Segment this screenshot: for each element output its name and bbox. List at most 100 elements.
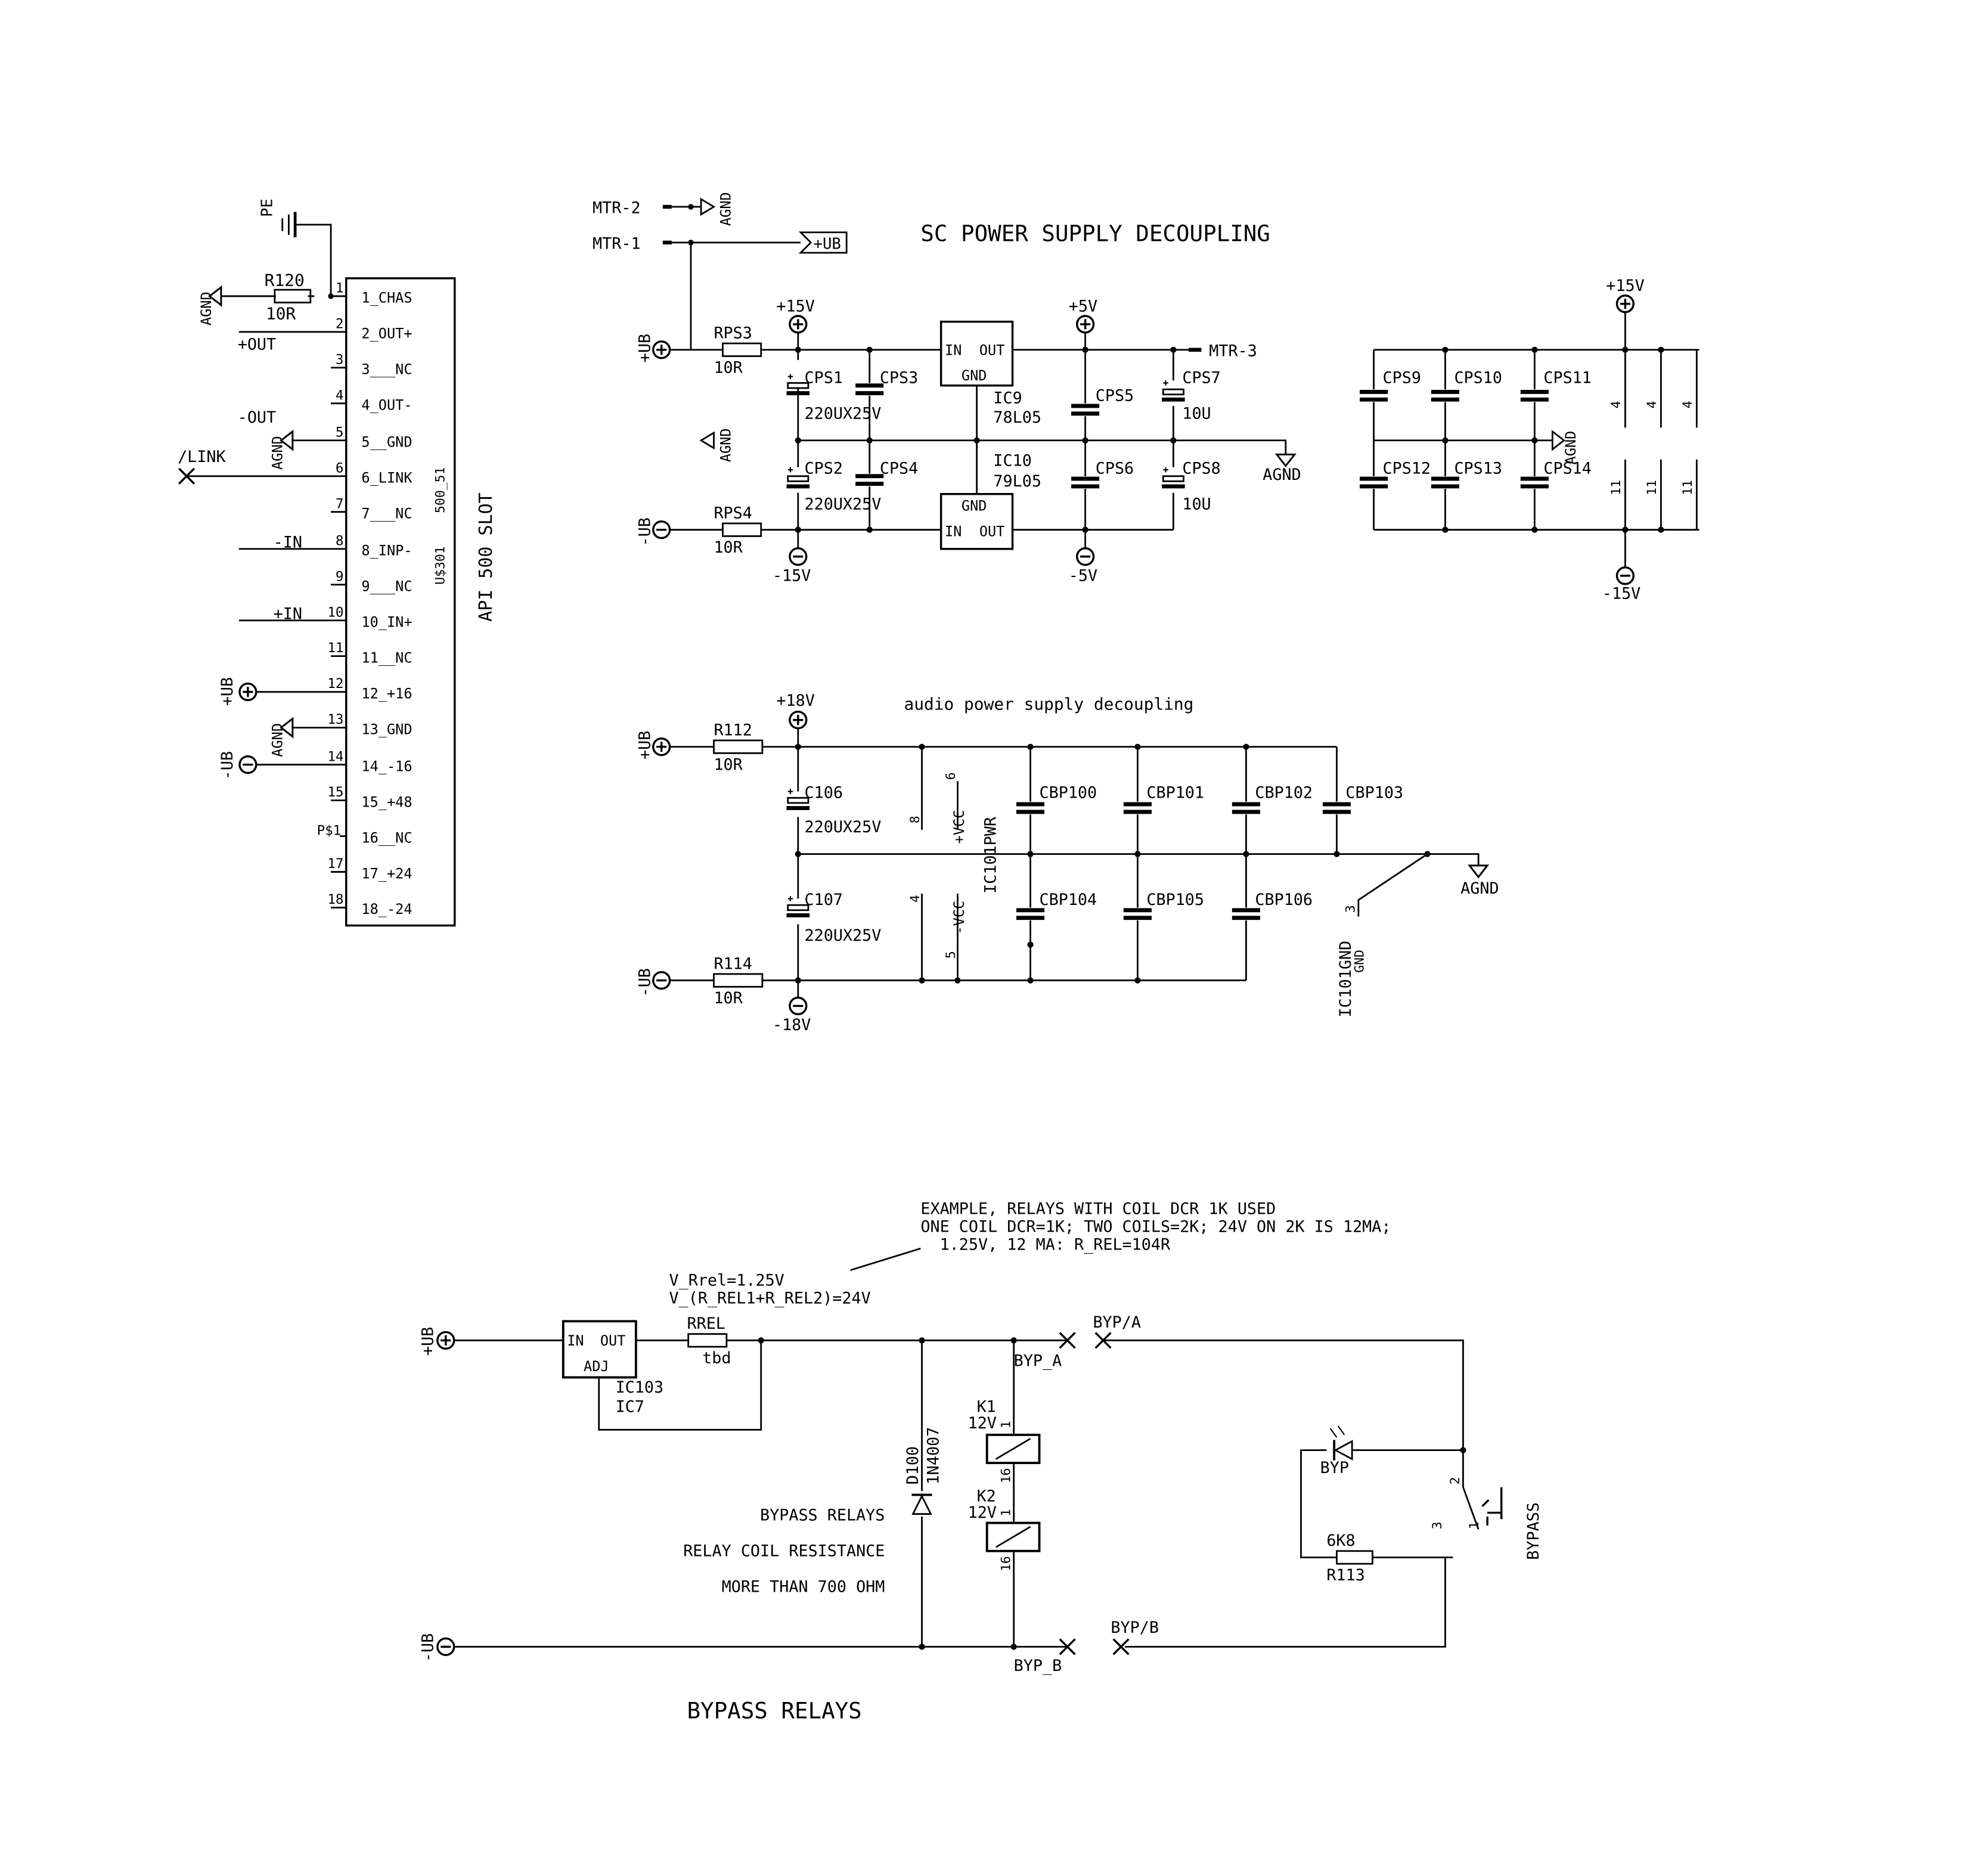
ub-flag-label: +UB xyxy=(813,235,841,253)
r114-resistor xyxy=(713,973,764,988)
k1-value: 12V xyxy=(968,1414,997,1433)
relay-note-line: ONE COIL DCR=1K; TWO COILS=2K; 24V ON 2K… xyxy=(920,1217,1391,1236)
cps5-name: CPS5 xyxy=(1096,386,1134,405)
cps9-name: CPS9 xyxy=(1383,368,1421,387)
cps1-name: CPS1 xyxy=(805,368,843,387)
sc-section-title: SC POWER SUPPLY DECOUPLING xyxy=(920,221,1270,247)
cbp103-capacitor xyxy=(1323,804,1351,812)
link-net: /LINK xyxy=(178,448,226,466)
ub-minus-net: -UB xyxy=(418,1633,437,1662)
cbp101-capacitor xyxy=(1124,804,1152,812)
slot-pin-label: 13_GND xyxy=(361,721,412,737)
slot-pin-label: 7___NC xyxy=(361,505,412,522)
r120-resistor xyxy=(274,289,312,303)
ub-plus-net: +UB xyxy=(635,334,654,362)
slot-pin-number: 2 xyxy=(336,316,344,331)
slot-pin-label: 18_-24 xyxy=(361,901,412,917)
ic10-gnd-pin: GND xyxy=(962,498,987,514)
byp-a2-label: BYP/A xyxy=(1093,1313,1141,1332)
relay-desc-line: RELAY COIL RESISTANCE xyxy=(683,1542,885,1560)
minus18-supply-icon xyxy=(789,996,808,1016)
plus15-label: +15V xyxy=(776,297,814,315)
ic9-out-pin: OUT xyxy=(979,342,1005,358)
agnd-label: AGND xyxy=(1460,879,1499,898)
slot-pin-label: 4_OUT- xyxy=(361,396,412,413)
d100-diode xyxy=(911,1494,932,1515)
rps3-resistor xyxy=(722,342,762,357)
ub-minus-net: -UB xyxy=(635,968,654,997)
r113-value: 6K8 xyxy=(1326,1531,1355,1550)
minus15-supply-icon xyxy=(1615,566,1635,585)
byp-b-label: BYP_B xyxy=(1014,1657,1062,1675)
slot-pin-label: 17_+24 xyxy=(361,865,412,882)
agnd-label: AGND xyxy=(717,192,734,226)
rps3-name: RPS3 xyxy=(714,324,752,342)
c106-name: C106 xyxy=(805,783,843,802)
cps2-value: 220UX25V xyxy=(805,495,882,513)
cps3-name: CPS3 xyxy=(880,368,918,387)
slot-name: API 500 SLOT xyxy=(476,492,497,622)
cps13-name: CPS13 xyxy=(1454,459,1502,478)
cbp103-name: CBP103 xyxy=(1345,783,1403,802)
pin-number: 5 xyxy=(944,951,959,959)
cbp104-capacitor xyxy=(1016,910,1044,918)
cps5-capacitor xyxy=(1071,406,1099,414)
slot-pin-label: 10_IN+ xyxy=(361,613,412,630)
relay-wires xyxy=(454,1247,1480,1648)
minus5-label: -5V xyxy=(1069,566,1097,585)
c107-value: 220UX25V xyxy=(805,926,882,945)
rrel-name: RREL xyxy=(687,1314,725,1333)
slot-body xyxy=(345,277,456,927)
bypass-switch-label: BYPASS xyxy=(1524,1502,1543,1560)
agnd-label: AGND xyxy=(269,436,286,470)
ub-plus-net: +UB xyxy=(635,731,654,759)
vcc-plus-pin: +VCC xyxy=(951,810,967,844)
slot-pin-number: 4 xyxy=(336,387,344,403)
k1-relay-coil xyxy=(985,1433,1041,1464)
ub-minus-net: -UB xyxy=(218,751,237,780)
gnd-pin: GND xyxy=(1352,950,1367,973)
r113-name: R113 xyxy=(1326,1566,1364,1585)
mtr2-label: MTR-2 xyxy=(593,199,641,218)
slot-pin-number: 11 xyxy=(327,640,343,656)
slot-pin-label: 5__GND xyxy=(361,433,412,450)
cps12-name: CPS12 xyxy=(1383,459,1431,478)
plus5-supply-icon xyxy=(1075,315,1095,334)
pin-number: 2 xyxy=(1448,1477,1463,1485)
pin-number: 1 xyxy=(998,1421,1013,1428)
slot-pin-number: 14 xyxy=(327,749,343,764)
minus5-supply-icon xyxy=(1075,547,1095,566)
k1-name: K1 xyxy=(977,1397,996,1416)
k2-relay-coil xyxy=(985,1521,1041,1552)
ub-plus-supply-icon xyxy=(436,1331,455,1350)
pin-number: 11 xyxy=(1680,480,1695,495)
cps1-value: 220UX25V xyxy=(805,404,882,423)
agnd-label: AGND xyxy=(269,723,286,757)
cbp106-name: CBP106 xyxy=(1255,891,1313,909)
r112-name: R112 xyxy=(714,721,752,739)
cbp100-name: CBP100 xyxy=(1040,783,1097,802)
cps6-name: CPS6 xyxy=(1096,459,1134,478)
rps4-resistor xyxy=(722,522,762,537)
agnd-label: AGND xyxy=(1263,466,1301,484)
plus5-label: +5V xyxy=(1069,297,1097,315)
slot-pin-number: 18 xyxy=(327,892,343,907)
slot-pin-number: 12 xyxy=(327,676,343,692)
c107-name: C107 xyxy=(805,891,843,909)
ub-minus-supply-icon xyxy=(652,971,671,990)
agnd-label: AGND xyxy=(198,292,215,325)
r120-value: 10R xyxy=(266,303,296,323)
slot-pin-number: 17 xyxy=(327,856,343,872)
cps7-name: CPS7 xyxy=(1182,368,1220,387)
cbp104-name: CBP104 xyxy=(1040,891,1097,909)
pe-label: PE xyxy=(259,199,277,217)
ic103-adj-pin: ADJ xyxy=(584,1358,609,1375)
plus15-supply-icon xyxy=(789,315,808,334)
byp-a-label: BYP_A xyxy=(1014,1351,1062,1370)
ic7-name: IC7 xyxy=(616,1397,644,1416)
rps4-name: RPS4 xyxy=(714,504,752,522)
slot-pin-number: 1 xyxy=(336,280,344,296)
ub-plus-supply-icon xyxy=(652,340,671,359)
pin-number: 1 xyxy=(998,1509,1013,1517)
relay-note-line: EXAMPLE, RELAYS WITH COIL DCR 1K USED xyxy=(920,1199,1276,1218)
